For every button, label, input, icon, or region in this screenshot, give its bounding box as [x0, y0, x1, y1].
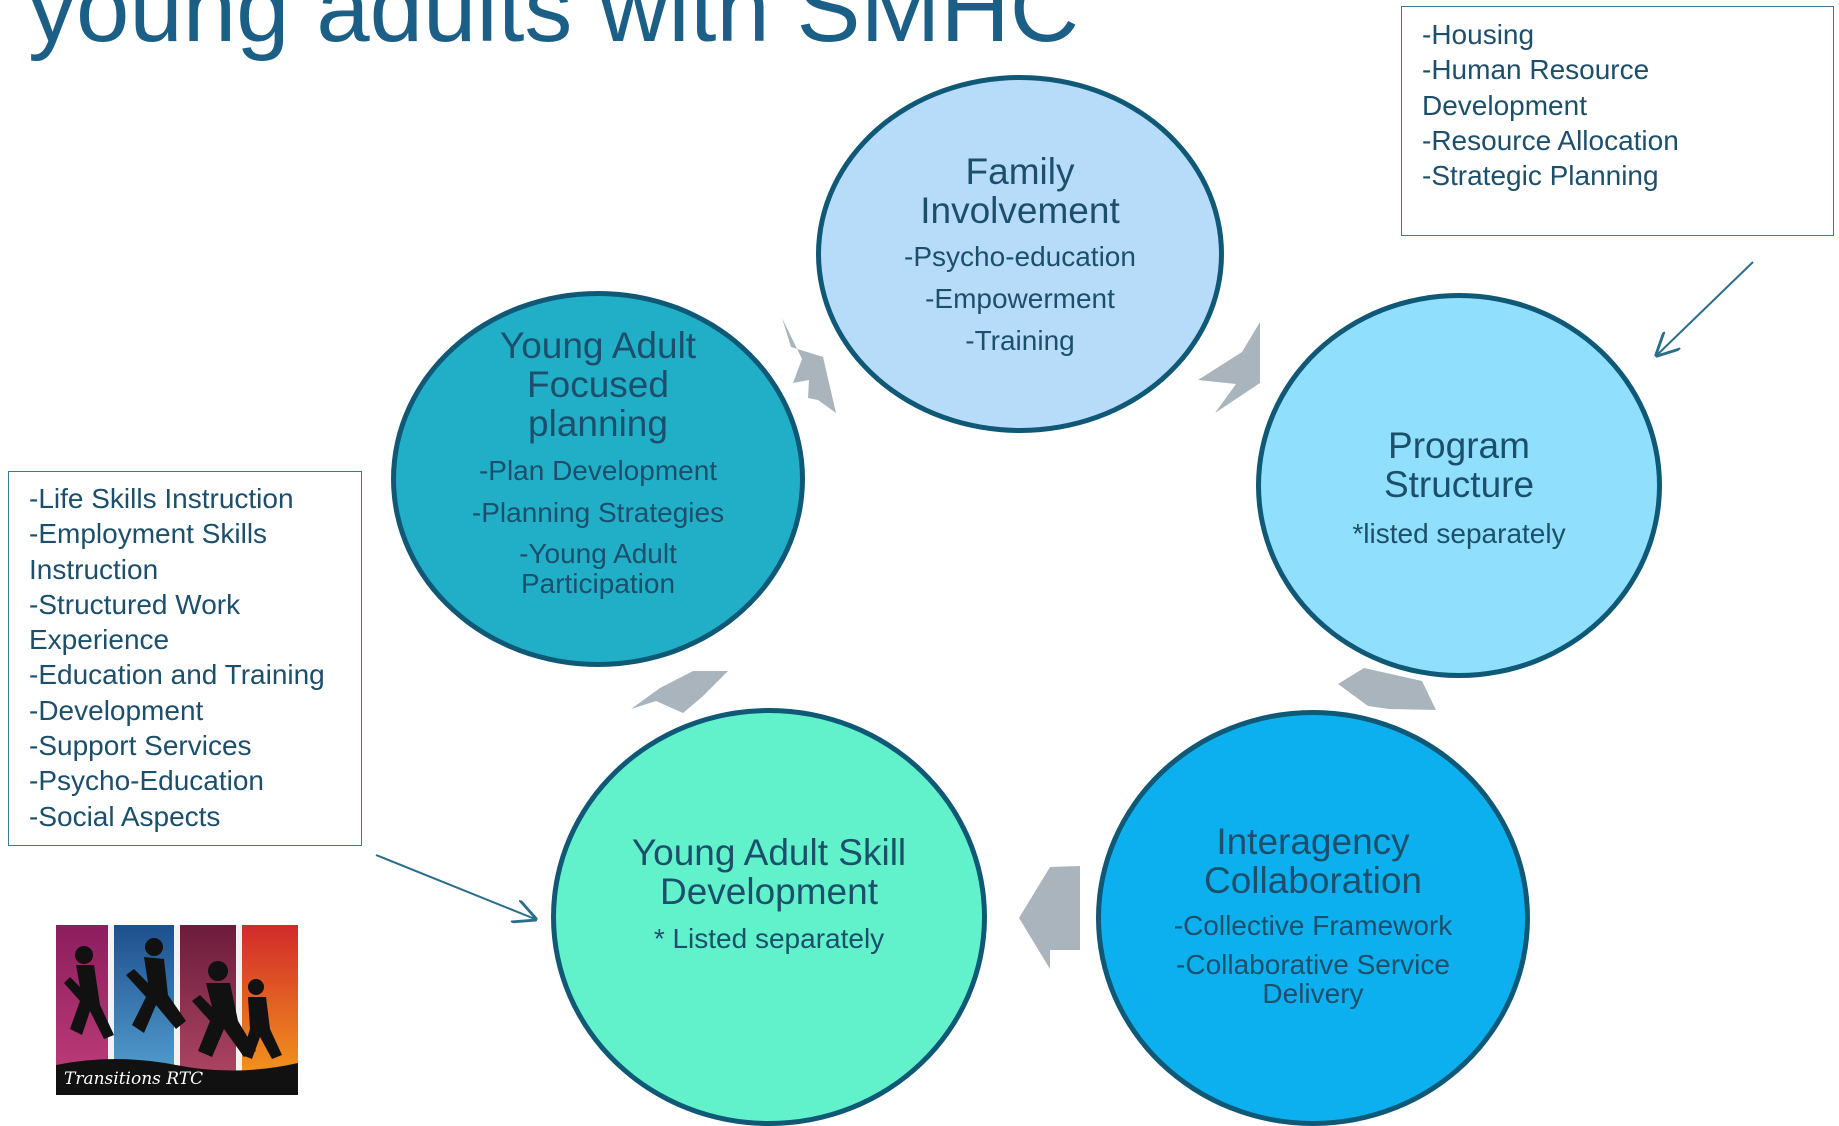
logo-image	[56, 925, 298, 1095]
note-program-structure-details: -Housing -Human Resource Development -Re…	[1401, 6, 1834, 236]
node-heading: Young Adult	[499, 325, 697, 366]
node-focused-planning: Young Adult Focused planning -Plan Devel…	[391, 291, 805, 667]
transitions-rtc-logo: Transitions RTC	[56, 925, 298, 1095]
node-heading: Program	[1388, 425, 1530, 466]
node-heading: Interagency	[1216, 821, 1410, 862]
node-item: * Listed separately	[653, 923, 885, 954]
note-item: -Structured Work Experience	[29, 588, 241, 656]
node-heading: Focused	[527, 364, 669, 405]
note-item: -Strategic Planning	[1422, 160, 1659, 192]
cycle-arrow-skill-to-planning	[631, 671, 728, 713]
node-family-involvement: Family Involvement -Psycho-education -Em…	[816, 75, 1224, 433]
node-heading: Development	[659, 871, 878, 912]
node-skill-development: Young Adult Skill Development * Listed s…	[551, 708, 987, 1126]
logo-caption: Transitions RTC	[64, 1069, 204, 1089]
cycle-arrow-family-to-program	[1198, 322, 1260, 413]
node-item: -Psycho-education	[904, 241, 1136, 272]
node-item: *listed separately	[1352, 518, 1566, 549]
note-item: -Resource Allocation	[1422, 124, 1679, 156]
node-heading: Involvement	[920, 190, 1120, 231]
cycle-arrow-planning-to-family	[782, 318, 836, 413]
node-heading: Collaboration	[1203, 860, 1423, 901]
node-item: -Empowerment	[925, 283, 1115, 314]
node-item: -Training	[965, 325, 1075, 356]
pointer-left-note	[375, 854, 535, 919]
note-item: -Life Skills Instruction	[29, 483, 294, 514]
node-interagency-collaboration: Interagency Collaboration -Collective Fr…	[1096, 710, 1530, 1126]
note-item: -Housing	[1422, 19, 1535, 50]
note-skill-development-details: -Life Skills Instruction -Employment Ski…	[8, 471, 362, 846]
pointer-top-right-note	[1657, 261, 1754, 355]
node-heading: Family	[965, 151, 1075, 192]
node-heading: planning	[528, 403, 668, 444]
note-item: -Education and Training	[29, 659, 325, 691]
node-item: -Plan Development	[478, 455, 718, 486]
note-item: -Human Resource Development	[1422, 54, 1650, 121]
node-heading: Young Adult Skill	[631, 832, 907, 873]
note-item: -Employment Skills Instruction	[29, 518, 268, 585]
note-item: -Social Aspects	[29, 800, 221, 832]
node-item: -Young Adult Participation	[519, 538, 677, 599]
node-item: -Planning Strategies	[471, 497, 725, 528]
note-item: -Development	[29, 694, 204, 726]
node-item: -Collaborative Service Delivery	[1176, 949, 1450, 1009]
node-item: -Collective Framework	[1173, 910, 1453, 941]
note-item: -Psycho-Education	[29, 765, 265, 797]
node-heading: Structure	[1383, 464, 1535, 505]
page-title: young adults with SMHC	[28, 0, 1080, 62]
cycle-arrow-program-to-interagency	[1338, 668, 1436, 710]
node-program-structure: Program Structure *listed separately	[1256, 293, 1662, 678]
note-item: -Support Services	[29, 730, 252, 762]
cycle-arrow-interagency-to-skill	[1019, 866, 1080, 969]
